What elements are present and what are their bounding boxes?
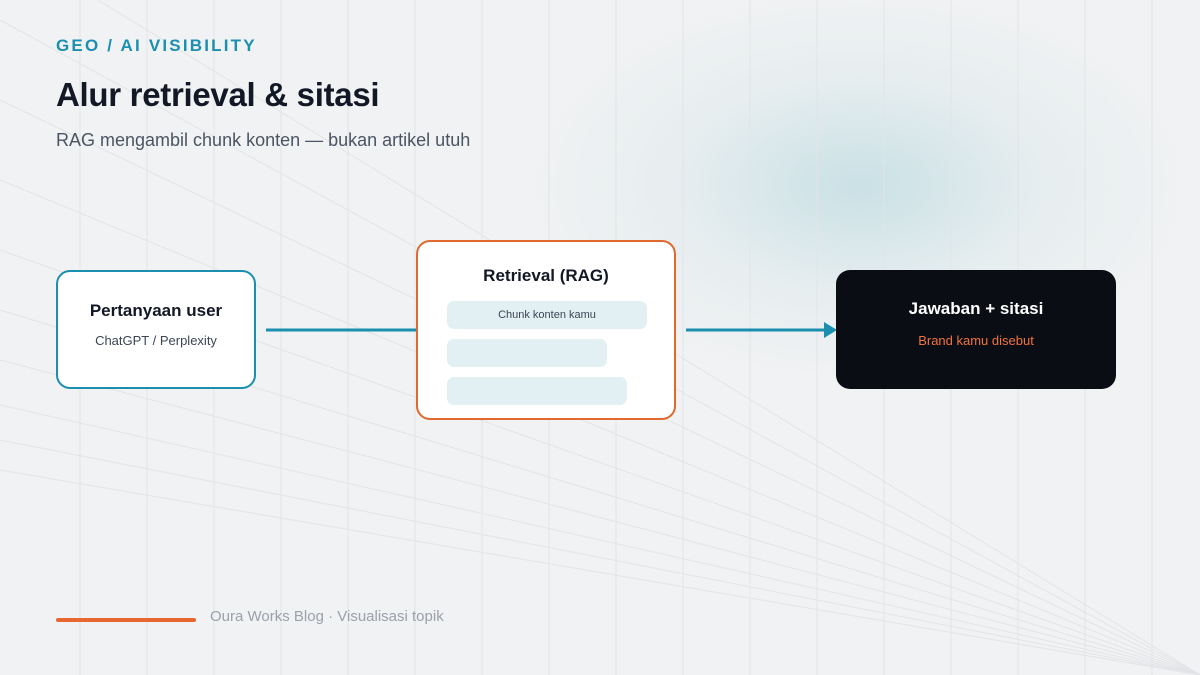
footer-accent-bar bbox=[56, 618, 196, 622]
perspective-line bbox=[0, 404, 1200, 675]
node-question: Pertanyaan user ChatGPT / Perplexity bbox=[56, 270, 256, 389]
node-question-subtitle: ChatGPT / Perplexity bbox=[95, 333, 217, 348]
node-answer: Jawaban + sitasi Brand kamu disebut bbox=[836, 270, 1116, 389]
node-answer-title: Jawaban + sitasi bbox=[908, 299, 1044, 318]
perspective-line bbox=[0, 439, 1200, 675]
page-subtitle: RAG mengambil chunk konten — bukan artik… bbox=[56, 130, 471, 150]
perspective-line bbox=[0, 469, 1200, 675]
content-chunk bbox=[447, 377, 627, 405]
content-chunk: Chunk konten kamu bbox=[447, 301, 647, 329]
node-question-title: Pertanyaan user bbox=[89, 301, 223, 320]
node-retrieval: Retrieval (RAG) Chunk konten kamu bbox=[416, 240, 676, 420]
node-retrieval-title: Retrieval (RAG) bbox=[483, 266, 609, 285]
node-answer-subtitle: Brand kamu disebut bbox=[918, 333, 1034, 348]
content-chunk bbox=[447, 339, 607, 367]
page-title: Alur retrieval & sitasi bbox=[56, 76, 380, 113]
eyebrow-label: GEO / AI VISIBILITY bbox=[56, 36, 257, 55]
footer-text: Oura Works Blog · Visualisasi topik bbox=[210, 608, 444, 625]
